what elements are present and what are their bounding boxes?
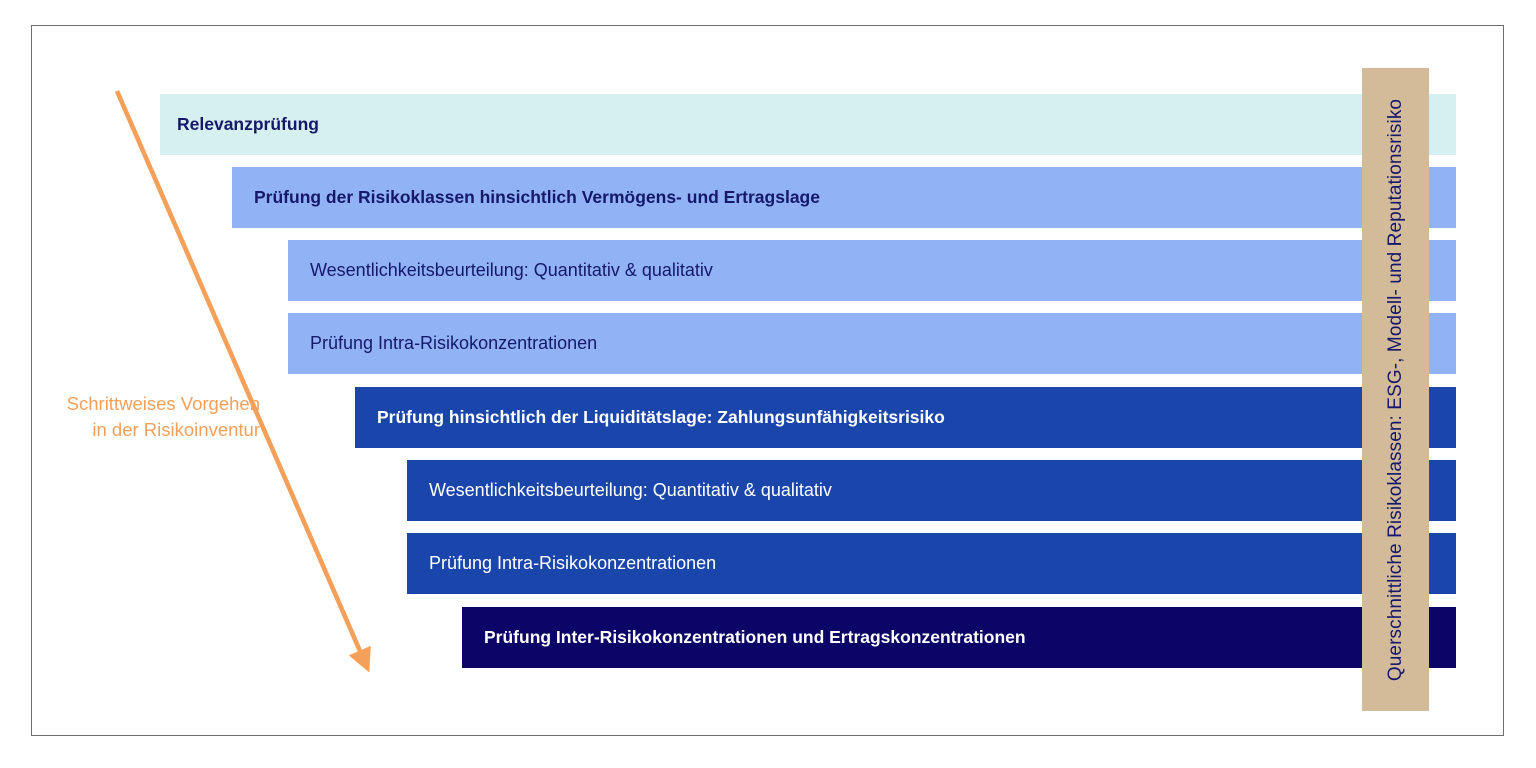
process-step-label: Prüfung Intra-Risikokonzentrationen bbox=[429, 552, 717, 573]
process-step-label: Relevanzprüfung bbox=[177, 113, 319, 134]
process-step-bar[interactable]: Prüfung der Risikoklassen hinsichtlich V… bbox=[232, 167, 1456, 228]
process-note: Schrittweises Vorgehen in der Risikoinve… bbox=[38, 391, 260, 444]
cross-cutting-risk-band-label: Querschnittliche Risikoklassen: ESG-, Mo… bbox=[1384, 98, 1406, 681]
process-step-label: Wesentlichkeitsbeurteilung: Quantitativ … bbox=[429, 479, 832, 500]
process-step-label: Prüfung Inter-Risikokonzentrationen und … bbox=[484, 626, 1026, 647]
process-step-label: Prüfung hinsichtlich der Liquiditätslage… bbox=[377, 406, 945, 427]
process-note-line-2: in der Risikoinventur bbox=[92, 419, 260, 441]
process-step-bar[interactable]: Wesentlichkeitsbeurteilung: Quantitativ … bbox=[288, 240, 1456, 301]
process-step-label: Wesentlichkeitsbeurteilung: Quantitativ … bbox=[310, 259, 713, 280]
process-step-label: Prüfung der Risikoklassen hinsichtlich V… bbox=[254, 186, 820, 207]
process-step-bar[interactable]: Prüfung hinsichtlich der Liquiditätslage… bbox=[355, 387, 1456, 448]
process-step-label: Prüfung Intra-Risikokonzentrationen bbox=[310, 332, 598, 353]
process-step-bar[interactable]: Prüfung Intra-Risikokonzentrationen bbox=[407, 533, 1456, 594]
process-step-bar[interactable]: Relevanzprüfung bbox=[160, 94, 1456, 155]
cross-cutting-risk-band: Querschnittliche Risikoklassen: ESG-, Mo… bbox=[1362, 68, 1429, 711]
process-step-bar[interactable]: Wesentlichkeitsbeurteilung: Quantitativ … bbox=[407, 460, 1456, 521]
process-step-bar[interactable]: Prüfung Intra-Risikokonzentrationen bbox=[288, 313, 1456, 374]
process-step-bar[interactable]: Prüfung Inter-Risikokonzentrationen und … bbox=[462, 607, 1456, 668]
process-note-line-1: Schrittweises Vorgehen bbox=[66, 393, 260, 414]
